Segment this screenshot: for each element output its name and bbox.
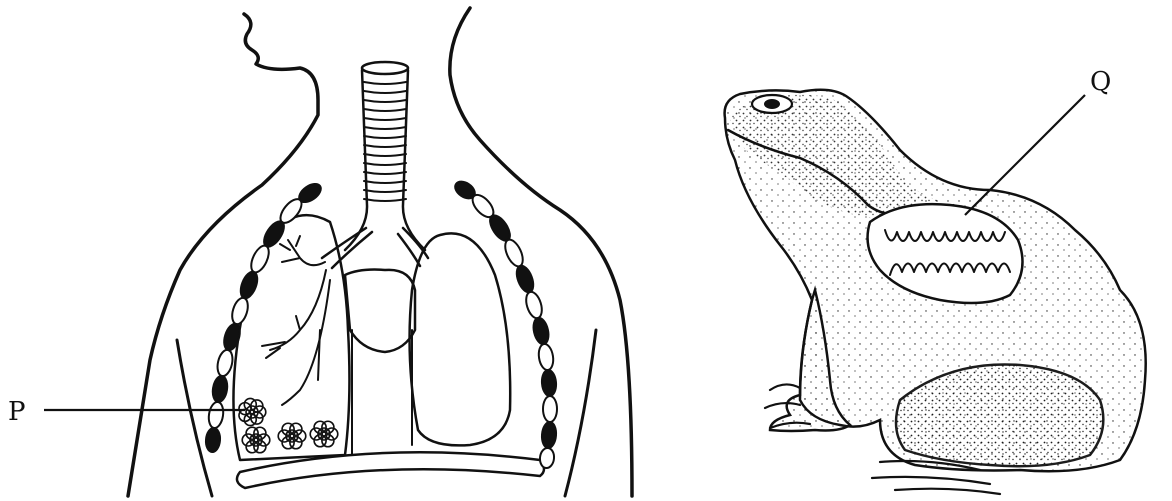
bronchial-tree (262, 236, 330, 405)
trachea-ring (364, 181, 406, 183)
label-q: Q (1090, 67, 1111, 97)
trachea-ring (364, 190, 406, 192)
trachea-ring (364, 163, 406, 165)
mediastinum-line (352, 330, 412, 455)
rib-segment (229, 296, 250, 326)
trachea-ring (364, 199, 406, 201)
trachea-ring (364, 109, 406, 111)
rib-segment (541, 421, 557, 448)
right-lung (410, 233, 511, 445)
heart (345, 270, 415, 352)
rib-segment (207, 401, 225, 429)
trachea-ring (364, 145, 406, 147)
rib-segment (537, 343, 555, 371)
right-arm-line (565, 330, 596, 496)
trachea-ring (364, 154, 406, 156)
trachea-ring (364, 172, 406, 174)
rib-segment (248, 243, 273, 275)
left-rib-chain (205, 180, 324, 452)
trachea-ring (364, 100, 406, 102)
label-p: P (8, 397, 26, 427)
trachea-ring (364, 82, 406, 84)
rib-segment (543, 396, 557, 422)
rib-segment (237, 269, 260, 300)
rib-segment (221, 322, 242, 352)
rib-segment (531, 316, 551, 345)
rib-segment (541, 369, 557, 396)
human-chest-drawing: P (8, 8, 632, 496)
rib-segment (215, 348, 235, 377)
alveoli-clusters (239, 398, 338, 452)
rib-segment (539, 447, 555, 468)
left-arm-line (177, 340, 212, 496)
trachea-ring (364, 118, 406, 120)
trachea (345, 62, 425, 250)
body-outline-right (450, 8, 632, 496)
trachea-ring (364, 127, 406, 129)
rib-segment (205, 427, 221, 452)
frog-drawing: Q (725, 67, 1146, 494)
rib-segment (513, 263, 536, 294)
trachea-ring (364, 136, 406, 138)
rib-segment (211, 375, 229, 403)
rib-segment (523, 290, 544, 320)
trachea-ring (364, 91, 406, 93)
rib-segment (502, 237, 527, 269)
